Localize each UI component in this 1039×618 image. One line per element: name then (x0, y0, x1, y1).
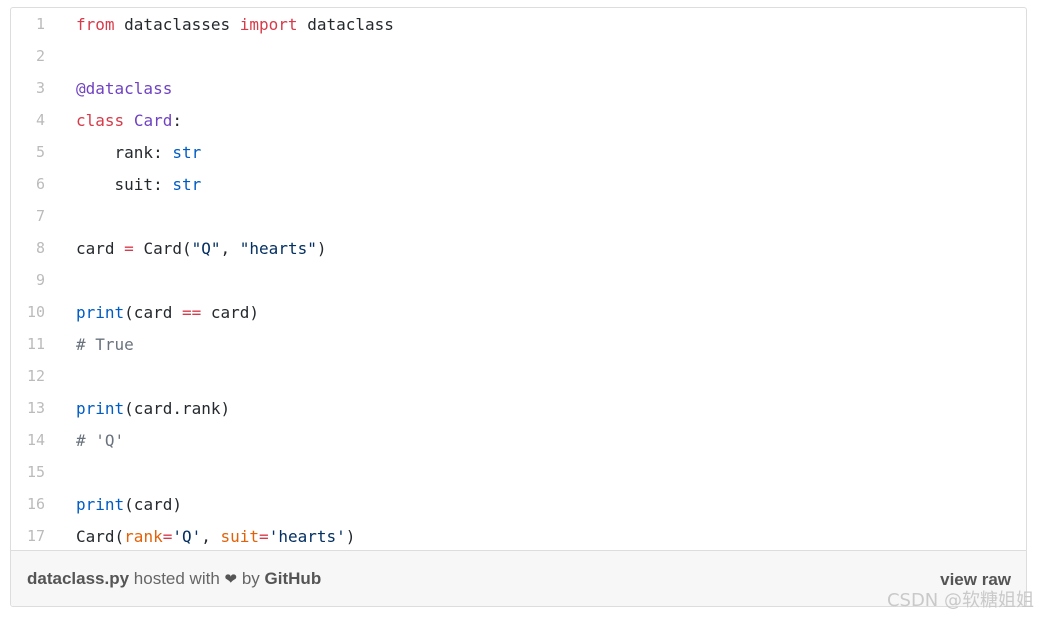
code-line: 7 (11, 200, 1026, 232)
line-number: 16 (26, 495, 45, 513)
code-token: # True (76, 334, 134, 354)
code-token: 'hearts' (268, 526, 346, 546)
code-token: ) (316, 238, 327, 258)
line-code: rank: str (45, 142, 202, 162)
code-token: : (172, 110, 182, 130)
code-line: 2 (11, 40, 1026, 72)
view-raw-link[interactable]: view raw (940, 570, 1011, 589)
code-line: 15 (11, 456, 1026, 488)
hosted-with-text: hosted with (133, 569, 220, 588)
line-code: suit: str (45, 174, 202, 194)
line-code: # 'Q' (45, 431, 124, 450)
code-token: Card( (133, 238, 192, 258)
heart-icon: ❤ (224, 571, 238, 588)
code-line: 6 suit: str (11, 168, 1026, 200)
code-token: dataclasses (114, 14, 240, 34)
code-token: import (239, 14, 298, 34)
code-token: class (76, 110, 125, 130)
code-token: ) (345, 526, 356, 546)
code-line: 3 @dataclass (11, 72, 1026, 104)
code-token: card) (201, 302, 260, 322)
code-token: == (181, 302, 202, 322)
line-number: 15 (26, 463, 45, 481)
code-token: (card) (124, 494, 182, 514)
gist-meta-footer: dataclass.py hosted with ❤ by GitHub vie… (11, 550, 1026, 606)
line-code: # True (45, 335, 134, 354)
code-token: str (172, 142, 202, 162)
code-token: Card (133, 110, 173, 130)
line-code: Card(rank='Q', suit='hearts') (45, 527, 355, 546)
code-token: , (220, 238, 240, 258)
code-token (124, 111, 134, 130)
code-token: suit (220, 526, 260, 546)
line-code: print(card == card) (45, 303, 259, 322)
code-token: = (259, 526, 269, 546)
code-token: suit: (76, 174, 173, 194)
code-line: 5 rank: str (11, 136, 1026, 168)
line-code: print(card) (45, 495, 182, 514)
github-link[interactable]: GitHub (264, 569, 322, 588)
code-token: print (76, 494, 125, 514)
code-token: card (76, 238, 125, 258)
gist-meta-left: dataclass.py hosted with ❤ by GitHub (27, 569, 321, 589)
code-line: 14 # 'Q' (11, 424, 1026, 456)
line-code: from dataclasses import dataclass (45, 15, 394, 34)
code-token: rank: (76, 142, 173, 162)
code-token: rank (124, 526, 163, 546)
code-token: print (76, 398, 125, 418)
line-number: 6 (35, 175, 45, 193)
code-token: 'Q' (172, 526, 202, 546)
line-number: 7 (35, 207, 45, 225)
code-token: "hearts" (239, 238, 317, 258)
by-text: by (241, 569, 260, 588)
code-line: 9 (11, 264, 1026, 296)
line-number: 12 (26, 367, 45, 385)
line-number: 2 (35, 47, 45, 65)
line-number: 10 (26, 303, 45, 321)
code-line: 12 (11, 360, 1026, 392)
line-number: 5 (35, 143, 45, 161)
code-token: str (172, 174, 202, 194)
gist-filename-link[interactable]: dataclass.py (27, 569, 130, 588)
csdn-watermark: CSDN @软糖姐姐 (886, 590, 1034, 611)
code-token: # 'Q' (76, 430, 125, 450)
line-number: 17 (26, 527, 45, 545)
code-token: , (201, 526, 221, 546)
line-code: print(card.rank) (45, 399, 230, 418)
code-token: Card( (76, 526, 125, 546)
code-token: = (162, 526, 173, 546)
code-token: from (76, 14, 115, 34)
line-number: 11 (26, 335, 45, 353)
line-code: card = Card("Q", "hearts") (45, 239, 326, 258)
line-number: 14 (26, 431, 45, 449)
code-line: 11 # True (11, 328, 1026, 360)
code-token: dataclass (297, 14, 394, 34)
code-token: print (76, 302, 125, 322)
line-number: 8 (35, 239, 45, 257)
code-token: @dataclass (76, 78, 173, 98)
line-code: class Card: (45, 111, 182, 130)
line-number: 4 (35, 111, 45, 129)
line-number: 9 (35, 271, 45, 289)
code-token: (card (124, 302, 182, 322)
code-token: "Q" (191, 238, 221, 258)
code-token: (card.rank) (124, 398, 231, 418)
line-number: 1 (35, 15, 45, 33)
code-token: = (124, 238, 134, 258)
line-number: 3 (35, 79, 45, 97)
line-code: @dataclass (45, 79, 172, 98)
line-number: 13 (26, 399, 45, 417)
